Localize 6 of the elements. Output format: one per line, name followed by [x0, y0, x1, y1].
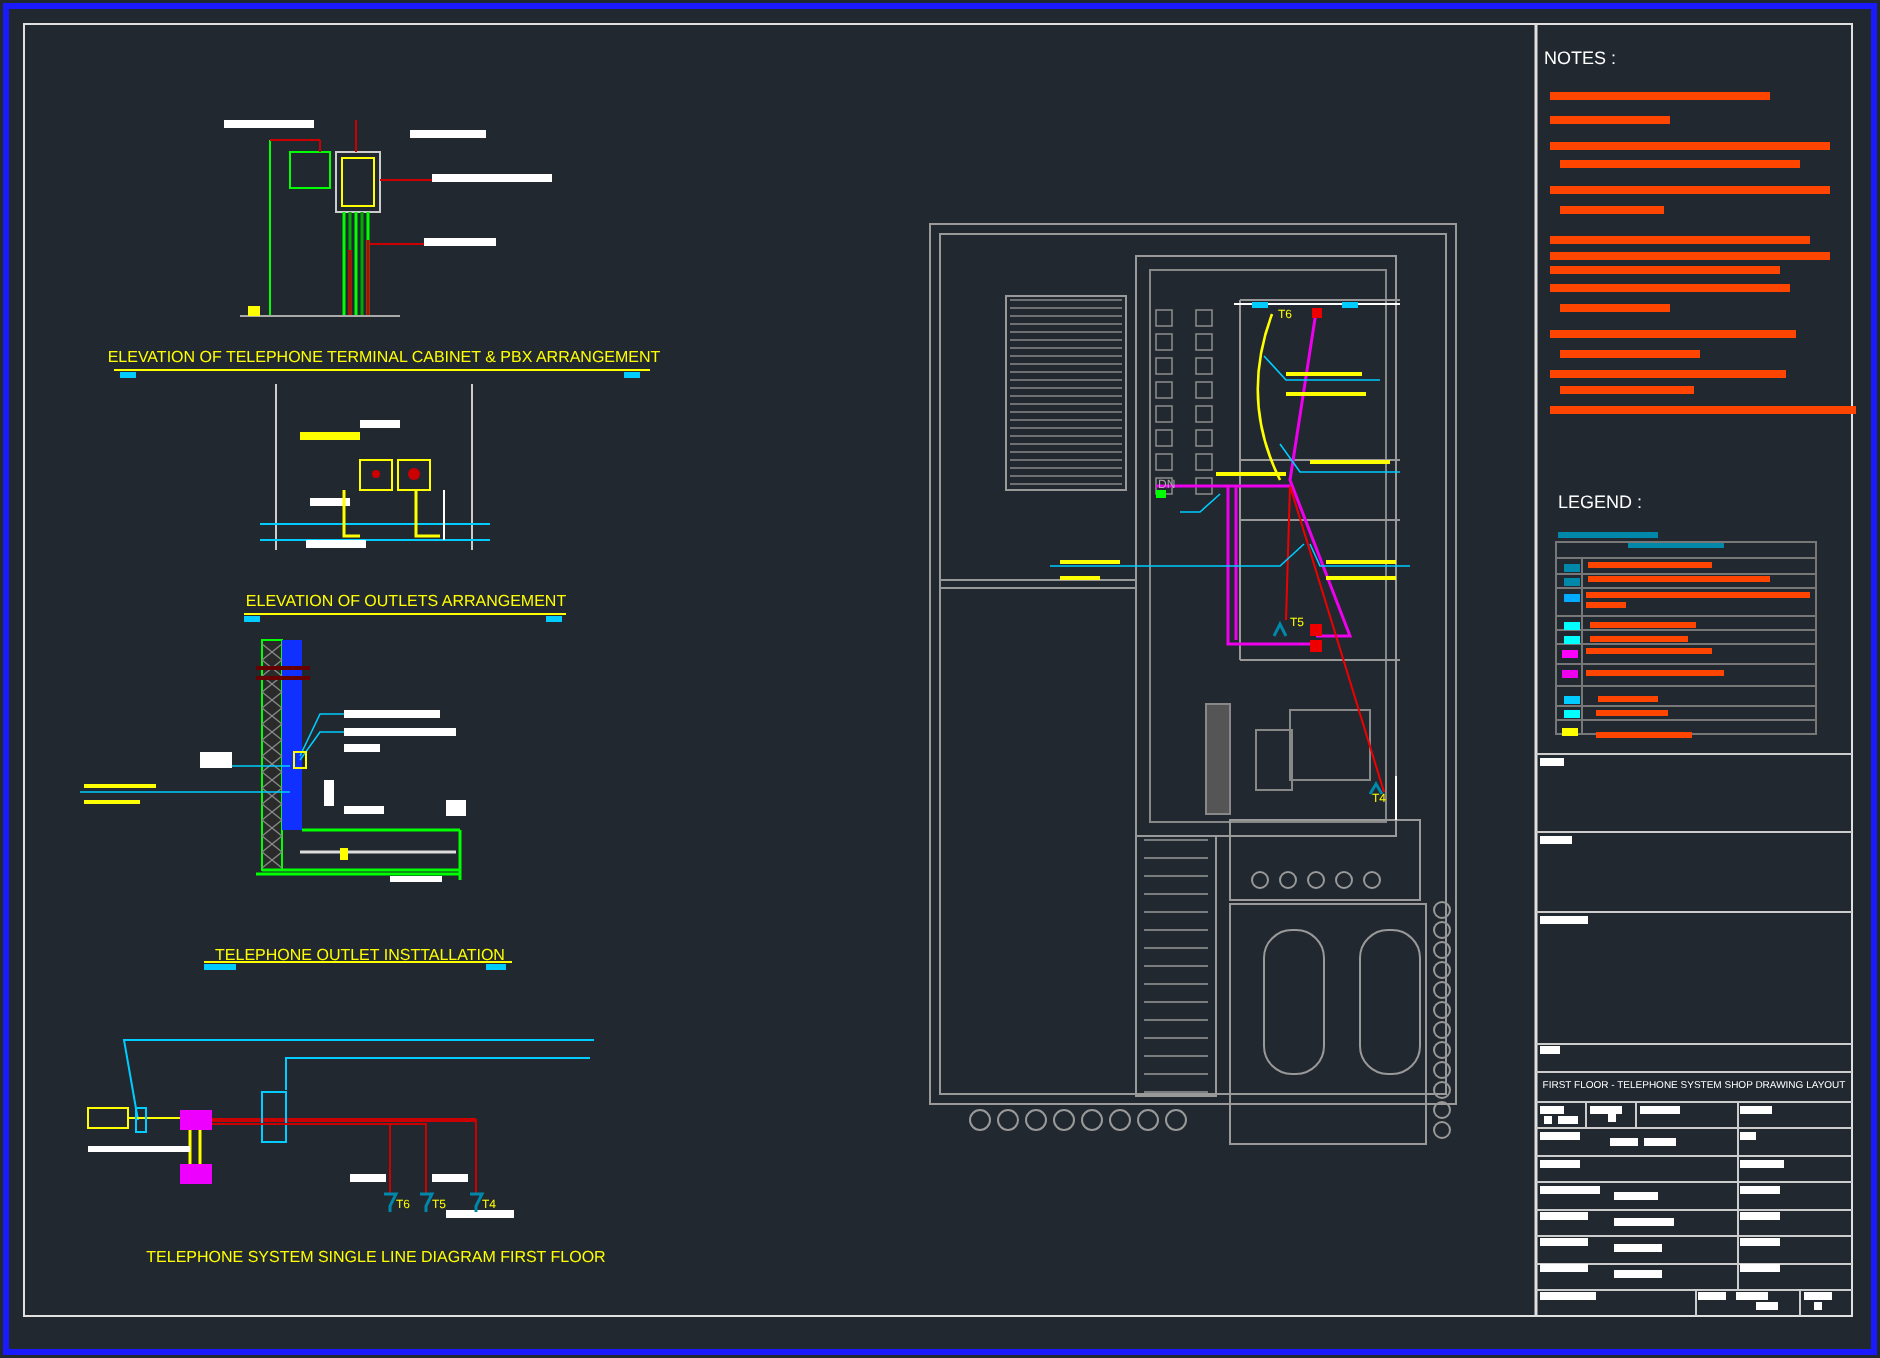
drawing-title: TELEPHONE OUTLET INSTTALLATION	[215, 948, 505, 964]
legend-heading: LEGEND :	[1558, 494, 1643, 512]
drawing-title: TELEPHONE SYSTEM SINGLE LINE DIAGRAM FIRST FLOOR	[146, 1250, 606, 1266]
drawing-title: ELEVATION OF OUTLETS ARRANGEMENT	[245, 594, 567, 610]
notes-heading: NOTES :	[1544, 50, 1617, 68]
drawing-title: ELEVATION OF TELEPHONE TERMINAL CABINET & PBX ARRANGEMENT	[107, 350, 661, 366]
